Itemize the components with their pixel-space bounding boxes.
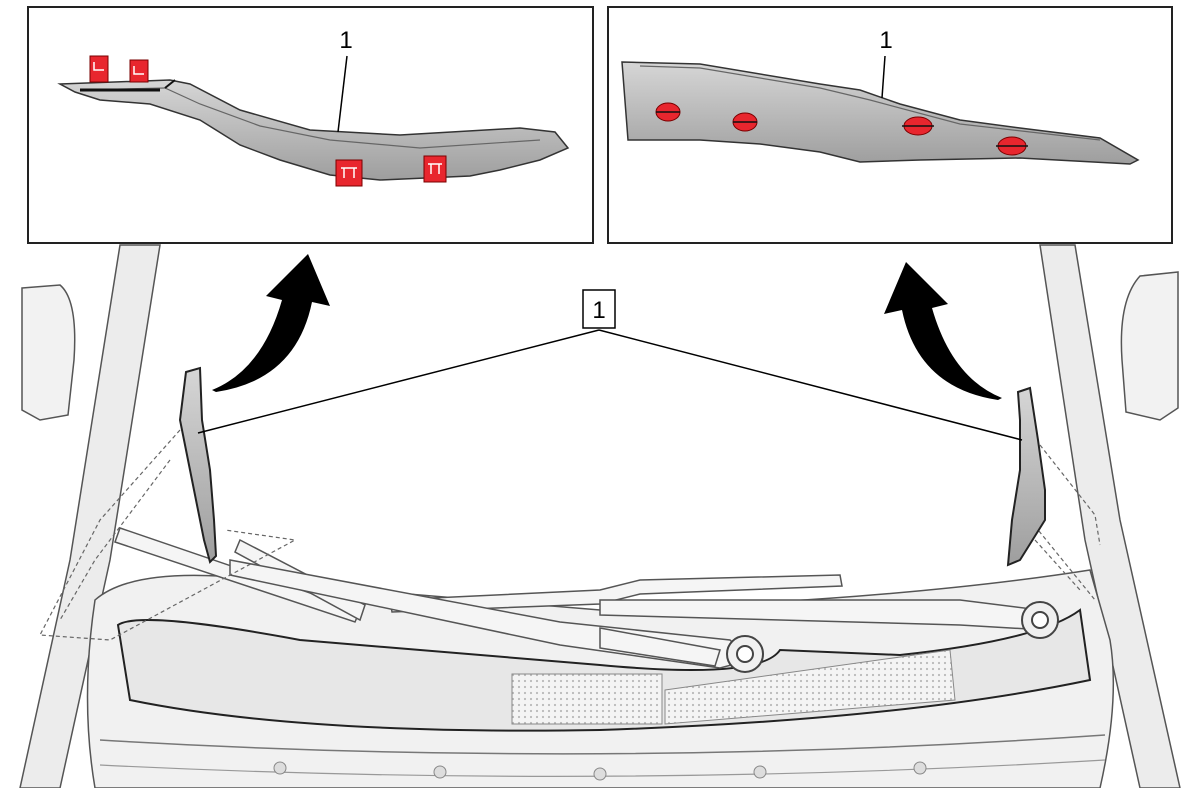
- wiper-pivot-right: [1021, 601, 1059, 639]
- retainer-clip-icon: [335, 159, 363, 187]
- left-cowl-side-panel: [178, 366, 218, 564]
- retainer-clip-icon: [423, 155, 447, 183]
- right-a-pillar: [1039, 244, 1181, 788]
- inset-left-leader: [337, 55, 348, 133]
- vehicle-front-view: [19, 244, 1181, 788]
- inset-left-panel: 1: [27, 6, 594, 244]
- callout-box: [582, 289, 616, 329]
- leader-line-left: [197, 329, 600, 434]
- retainer-clip-icon: [996, 136, 1028, 156]
- cowl-vent-right: [664, 649, 956, 725]
- retainer-clip-icon: [89, 55, 109, 83]
- inset-right-leader: [881, 55, 886, 99]
- curved-arrow-icon: [884, 262, 1002, 400]
- left-mirror: [21, 284, 76, 421]
- retainer-clip-icon: [732, 112, 758, 132]
- cowl-vent-left: [511, 673, 663, 725]
- inset-right-panel: 1: [607, 6, 1173, 244]
- curved-arrow-icon: [212, 254, 330, 392]
- callout-number-main: 1: [592, 297, 605, 324]
- retainer-clip-icon: [655, 102, 681, 122]
- right-mirror: [1120, 271, 1179, 421]
- right-cowl-side-panel: [1006, 386, 1046, 567]
- inset-left-part: [57, 79, 570, 181]
- retainer-clip-icon: [902, 116, 934, 136]
- wiper-assembly: [114, 527, 1046, 669]
- callout-number-inset-right: 1: [879, 27, 892, 54]
- left-a-pillar: [19, 244, 161, 788]
- wiper-pivot-left: [726, 635, 764, 673]
- callout-number-inset-left: 1: [339, 27, 352, 54]
- retainer-clip-icon: [129, 59, 149, 83]
- main-callout: 1: [197, 289, 1023, 441]
- leader-line-right: [598, 329, 1023, 441]
